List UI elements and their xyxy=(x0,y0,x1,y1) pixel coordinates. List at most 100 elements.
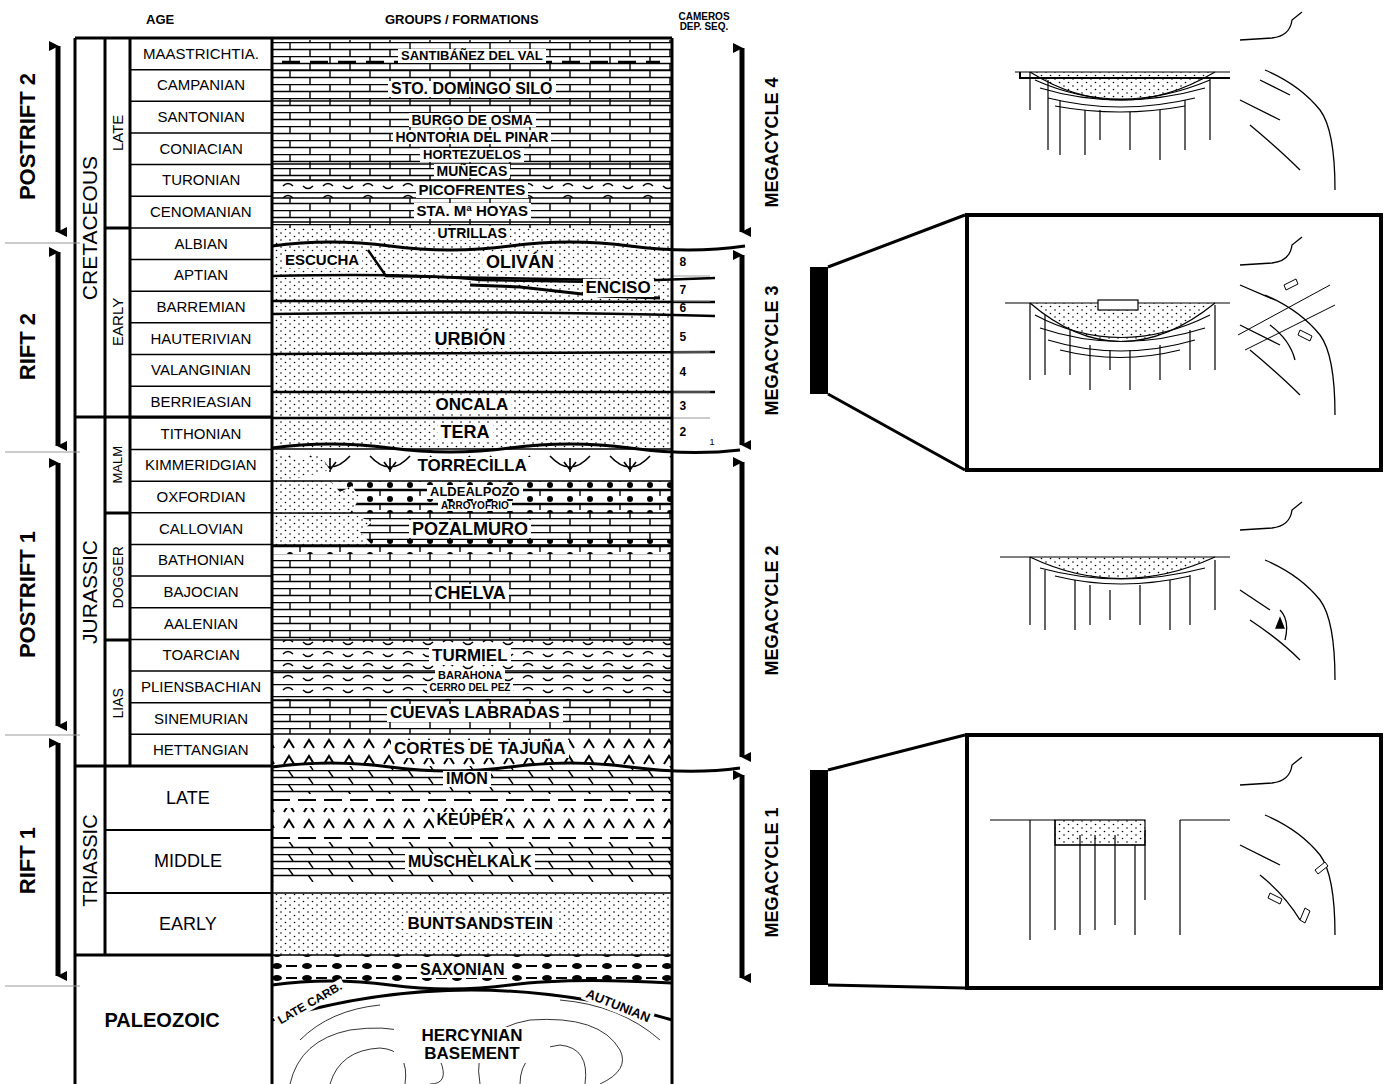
formation-name: TURMIEL xyxy=(429,647,511,665)
column-heading: GROUPS / FORMATIONS xyxy=(385,13,539,27)
stage-cell: SANTONIAN xyxy=(158,109,245,125)
formation-name: OLIVÁN xyxy=(483,253,557,272)
formation-name: ENCISO xyxy=(583,279,654,297)
stage-divider xyxy=(130,259,272,261)
epoch-label: DOGGER xyxy=(111,546,126,608)
stage-cell: SINEMURIAN xyxy=(154,711,248,727)
stage-divider xyxy=(130,132,272,134)
stage-cell: ALBIAN xyxy=(175,236,228,252)
stage-divider xyxy=(130,354,272,356)
sequence-number: 1 xyxy=(710,438,715,447)
formation-name: MUÑECAS xyxy=(434,164,511,179)
phase-label: RIFT 1 xyxy=(16,826,39,893)
stage-divider xyxy=(130,196,272,198)
formation-name: ESCUCHA xyxy=(282,252,362,268)
megacycle-label: MEGACYCLE 1 xyxy=(763,807,782,937)
formation-name: BURGO DE OSMA xyxy=(409,113,536,128)
column-heading: AGE xyxy=(146,13,174,27)
megacycle-label: MEGACYCLE 4 xyxy=(763,77,782,207)
epoch-label: MALM xyxy=(111,446,125,484)
formation-name: SAXONIAN xyxy=(417,962,507,979)
stage-divider xyxy=(130,227,272,229)
formation-name: TERA xyxy=(438,423,493,442)
stage-divider xyxy=(130,417,272,419)
epoch-label: LATE xyxy=(110,115,126,151)
formation-name: KEUPER xyxy=(434,812,507,829)
formation-name: HERCYNIAN BASEMENT xyxy=(394,1027,550,1063)
formation-name: POZALMURO xyxy=(409,520,531,539)
stage-divider xyxy=(130,480,272,482)
stage-divider xyxy=(130,575,272,577)
formation-name: BUNTSANDSTEIN xyxy=(405,915,556,933)
stage-cell: APTIAN xyxy=(174,267,228,283)
stage-divider xyxy=(130,290,272,292)
stage-cell: AALENIAN xyxy=(164,616,238,632)
formation-name: UTRILLAS xyxy=(435,226,510,241)
formation-name: CERRO DEL PEZ xyxy=(427,683,514,694)
period-label: JURASSIC xyxy=(79,540,101,644)
stage-divider xyxy=(130,734,272,736)
phase-label: RIFT 2 xyxy=(16,312,39,379)
stage-divider xyxy=(130,322,272,324)
stage-cell: BERRIEASIAN xyxy=(151,394,252,410)
stage-divider xyxy=(130,512,272,514)
stage-cell: KIMMERIDGIAN xyxy=(145,457,257,473)
megacycle-label: MEGACYCLE 2 xyxy=(763,545,782,675)
sequence-number: 5 xyxy=(680,331,687,344)
formation-name: STO. DOMINGO SILO xyxy=(388,81,556,98)
stage-divider xyxy=(130,101,272,103)
column-heading: CAMEROS DEP. SEQ. xyxy=(673,12,735,33)
stage-cell: BARREMIAN xyxy=(157,299,246,315)
epoch-label: EARLY xyxy=(110,298,126,346)
formation-name: CORTES DE TAJUÑA xyxy=(391,740,569,758)
stage-cell: TOARCIAN xyxy=(163,647,240,663)
sequence-number: 2 xyxy=(680,426,687,439)
phase-label: POSTRIFT 1 xyxy=(16,530,39,657)
stage-divider xyxy=(130,544,272,546)
phase-label: POSTRIFT 2 xyxy=(16,72,39,199)
sequence-number: 4 xyxy=(680,366,687,379)
formation-name: LATE CARB. xyxy=(273,978,347,1028)
stage-cell: CENOMANIAN xyxy=(150,204,252,220)
formation-name: IMON xyxy=(443,771,491,788)
stage-cell: LATE xyxy=(166,789,210,808)
stage-divider xyxy=(130,702,272,704)
stage-cell: HAUTERIVIAN xyxy=(151,331,252,347)
stage-cell: VALANGINIAN xyxy=(151,362,251,378)
formation-name: AUTUNIAN xyxy=(581,986,655,1026)
formation-name: TORRECILLA xyxy=(415,457,530,475)
stage-divider xyxy=(130,449,272,451)
sequence-number: 8 xyxy=(680,256,687,269)
period-label: PALEOZOIC xyxy=(105,1010,220,1031)
formation-name: STA. Mª HOYAS xyxy=(414,203,531,219)
period-label: CRETACEOUS xyxy=(79,156,101,300)
stage-divider xyxy=(130,69,272,71)
formation-name: PICOFRENTES xyxy=(416,182,529,198)
stage-cell: HETTANGIAN xyxy=(153,742,249,758)
formation-name: HORTEZUELOS xyxy=(420,148,524,162)
period-label: TRIASSIC xyxy=(80,814,101,906)
formation-name: CUEVAS LABRADAS xyxy=(387,704,563,722)
stage-cell: MAASTRICHTIA. xyxy=(143,46,259,62)
epoch-label: LIAS xyxy=(111,688,126,718)
stage-divider xyxy=(130,385,272,387)
stage-divider xyxy=(130,164,272,166)
sequence-number: 3 xyxy=(680,400,687,413)
stage-cell: CAMPANIAN xyxy=(157,77,245,93)
stage-cell: TITHONIAN xyxy=(161,426,242,442)
stage-cell: MIDDLE xyxy=(154,852,222,871)
stage-cell: BATHONIAN xyxy=(158,552,244,568)
stage-cell: EARLY xyxy=(159,915,217,934)
formation-name: SANTIBÁÑEZ DEL VAL xyxy=(398,49,546,63)
formation-name: MUSCHELKALK xyxy=(405,854,535,871)
formation-name: CHELVA xyxy=(432,584,509,603)
megacycle-label: MEGACYCLE 3 xyxy=(763,285,782,415)
formation-name: ALDEALPOZO xyxy=(427,485,523,499)
stage-cell: PLIENSBACHIAN xyxy=(141,679,261,695)
formation-name: HONTORIA DEL PINAR xyxy=(393,130,552,145)
formation-name: BARAHONA xyxy=(435,670,505,682)
stage-cell: CALLOVIAN xyxy=(159,521,243,537)
formation-name: URBIÓN xyxy=(432,330,509,349)
stage-divider xyxy=(130,639,272,641)
stage-divider xyxy=(130,607,272,609)
